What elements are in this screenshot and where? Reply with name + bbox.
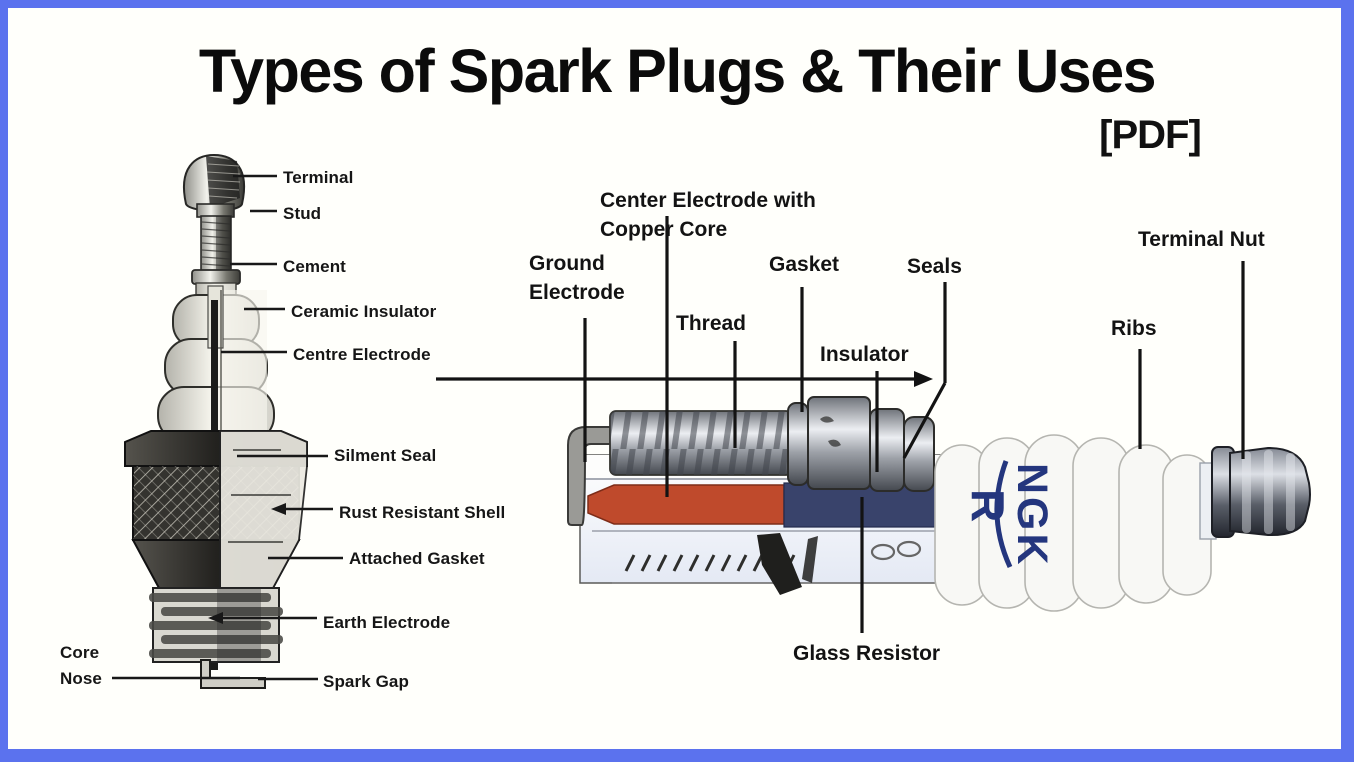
label-ceramic-insulator: Ceramic Insulator bbox=[291, 302, 437, 321]
label-insulator: Insulator bbox=[820, 343, 909, 366]
gasket-ring-shape bbox=[787, 402, 809, 486]
label-centre-electrode: Centre Electrode bbox=[293, 345, 431, 364]
label-glass-resistor: Glass Resistor bbox=[793, 642, 941, 665]
label-cement: Cement bbox=[283, 257, 346, 276]
ngk-logo: NGK R bbox=[962, 460, 1056, 569]
label-ground-electrode: Ground Electrode bbox=[529, 252, 625, 305]
label-core-nose: Core Nose bbox=[60, 643, 102, 689]
label-spark-gap: Spark Gap bbox=[323, 672, 409, 691]
left-plug-illustration bbox=[124, 153, 308, 689]
pdf-badge: [PDF] bbox=[1099, 113, 1202, 157]
label-terminal: Terminal bbox=[283, 168, 354, 187]
terminal-nut-shape bbox=[1211, 446, 1311, 538]
label-stud: Stud bbox=[283, 204, 322, 223]
label-rust-resistant-shell: Rust Resistant Shell bbox=[339, 503, 506, 522]
label-thread: Thread bbox=[676, 312, 747, 335]
label-ribs: Ribs bbox=[1111, 317, 1157, 340]
copper-core-shape bbox=[587, 484, 785, 525]
label-earth-electrode: Earth Electrode bbox=[323, 613, 451, 632]
label-gasket: Gasket bbox=[769, 253, 840, 276]
label-terminal-nut: Terminal Nut bbox=[1138, 228, 1265, 251]
label-seals: Seals bbox=[907, 255, 962, 278]
right-plug-illustration: NGK R bbox=[567, 396, 1311, 612]
ngk-r-mark: R bbox=[962, 489, 1014, 522]
label-silment-seal: Silment Seal bbox=[334, 446, 437, 465]
label-center-electrode-copper-core: Center Electrode with Copper Core bbox=[600, 189, 816, 242]
page-title: Types of Spark Plugs & Their Uses bbox=[198, 37, 1157, 105]
ceramic-insulator-ribs bbox=[934, 434, 1212, 612]
ngk-brand-text: NGK bbox=[1008, 463, 1056, 568]
label-attached-gasket: Attached Gasket bbox=[349, 549, 485, 568]
